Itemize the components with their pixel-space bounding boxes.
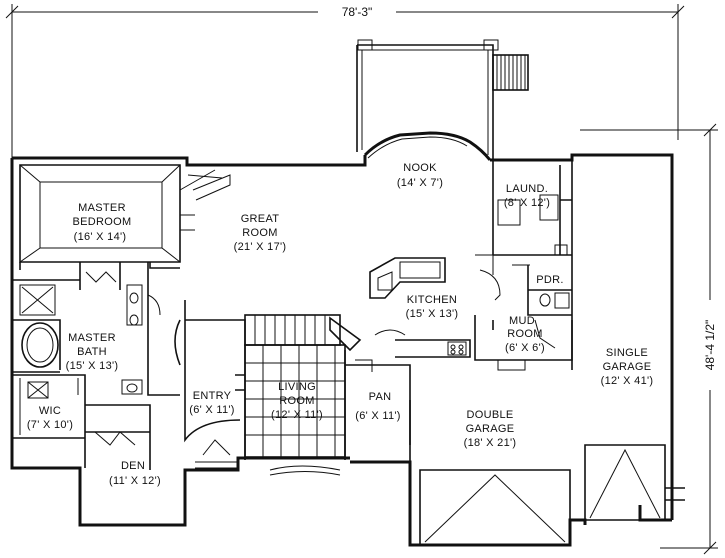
laundry-name: LAUND. [506,183,548,195]
garage-walls [409,160,666,546]
overall-depth-label: 48'-4 1/2" [703,320,717,371]
master-bath-size: (15' X 13') [66,360,119,372]
double-garage-size: (18' X 21') [464,437,517,449]
powder-name: PDR. [536,274,563,286]
kitchen-counters [329,316,471,460]
living-room-grid [244,344,346,458]
wic-name: WIC [39,405,61,417]
depth-dimension-line: 48'-4 1/2" [580,123,718,555]
double-garage-name-1: DOUBLE [466,409,513,421]
great-room-name-2: ROOM [242,227,277,239]
kitchen-island [369,257,446,299]
nook-name: NOOK [403,162,437,174]
mud-room [474,315,573,371]
master-bedroom-doors [179,169,231,231]
laundry-size: (8' X 12') [504,197,550,209]
den-size: (11' X 12') [109,475,161,487]
laundry-walls [475,160,572,301]
great-room-size: (21' X 17') [234,241,287,253]
entry-name: ENTRY [193,390,232,402]
overall-width-label: 78'-3" [342,5,373,19]
master-bath [12,262,180,396]
room-label-master-bedroom: MASTER BEDROOM (16' X 14') [73,202,132,243]
wic-size: (7' X 10') [27,419,73,431]
kitchen-name: KITCHEN [407,294,457,306]
nook-size: (14' X 7') [397,177,443,189]
room-label-double-garage: DOUBLE GARAGE (18' X 21') [464,409,517,449]
rear-deck [356,39,499,160]
single-garage-name-2: GARAGE [603,361,652,373]
entry-size: (6' X 11') [189,404,235,416]
width-dimension-line: 78'-3" [5,4,685,160]
room-label-wic: WIC (7' X 10') [27,405,73,431]
room-label-nook: NOOK (14' X 7') [397,162,443,189]
master-bedroom-size: (16' X 14') [74,231,127,243]
master-bedroom-name-1: MASTER [78,202,126,214]
den-walls [84,395,151,470]
master-bedroom-walls [19,164,181,290]
room-label-single-garage: SINGLE GARAGE (12' X 41') [601,347,654,387]
room-label-mud-room: MUD ROOM (6' X 6') [505,315,545,354]
room-label-kitchen: KITCHEN (15' X 13') [406,294,459,320]
nook-bay [363,131,492,161]
stairs [244,314,341,346]
mud-room-name-1: MUD [509,315,535,327]
living-room-name-1: LIVING [278,381,316,393]
living-room-name-2: ROOM [279,395,314,407]
room-label-pantry: PAN (6' X 11') [355,391,401,422]
single-garage-size: (12' X 41') [601,375,654,387]
master-bath-name-1: MASTER [68,332,116,344]
room-label-master-bath: MASTER BATH (15' X 13') [66,332,119,372]
room-label-laundry: LAUND. (8' X 12') [504,183,550,209]
room-label-great-room: GREAT ROOM (21' X 17') [234,213,287,253]
deck-stairs [492,54,529,91]
double-garage-name-2: GARAGE [466,423,515,435]
kitchen-size: (15' X 13') [406,308,459,320]
master-bath-name-2: BATH [77,346,107,358]
room-label-entry: ENTRY (6' X 11') [189,390,235,416]
room-label-den: DEN (11' X 12') [109,460,161,487]
mud-room-name-2: ROOM [507,328,542,340]
pantry-name: PAN [369,391,392,403]
powder-room [527,265,572,316]
room-label-powder: PDR. [536,274,563,286]
great-room-name-1: GREAT [241,213,280,225]
living-room-size: (12' X 11') [271,409,323,421]
pantry-size: (6' X 11') [355,410,401,422]
den-name: DEN [121,460,145,472]
walk-in-closet [12,374,86,439]
single-garage-name-1: SINGLE [606,347,648,359]
room-label-living-room: LIVING ROOM (12' X 11') [271,381,323,421]
mud-room-size: (6' X 6') [505,342,545,354]
master-bedroom-name-2: BEDROOM [73,216,132,228]
